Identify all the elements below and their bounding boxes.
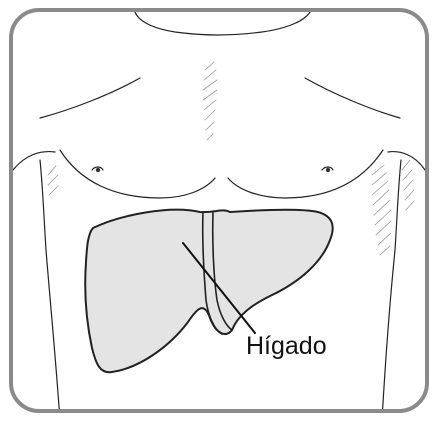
right-arm-inner	[395, 160, 401, 250]
left-torso-side	[46, 250, 60, 420]
left-pectoral	[60, 150, 215, 198]
left-shoulder	[13, 152, 55, 170]
right-torso-side	[382, 250, 395, 420]
right-trapezius	[305, 78, 400, 118]
right-pectoral	[228, 150, 383, 198]
right-shoulder	[388, 152, 425, 170]
left-arm-inner	[40, 160, 46, 250]
neck-line	[135, 12, 310, 35]
left-trapezius	[40, 78, 140, 118]
organ-label: Hígado	[246, 334, 327, 359]
